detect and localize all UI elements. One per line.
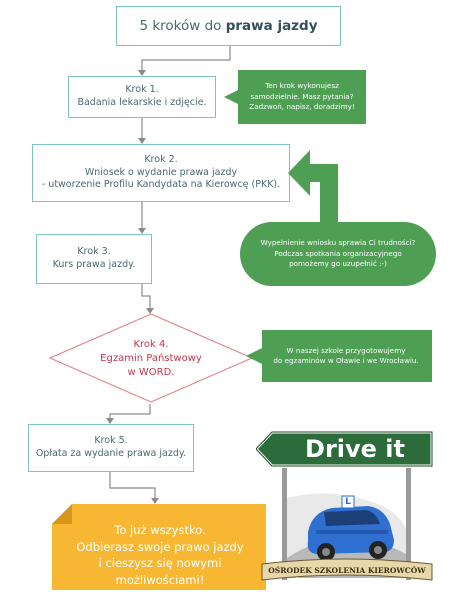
logo-sign-text: Drive it: [305, 435, 405, 463]
step-5-box: Krok 5. Opłata za wydanie prawa jazdy.: [28, 424, 194, 472]
step-4-number: Krok 4.: [133, 339, 169, 350]
step-2-number: Krok 2.: [144, 153, 178, 165]
note-4-line-1: W naszej szkole przygotowujemy: [286, 345, 406, 355]
step-5-label: Opłata za wydanie prawa jazdy.: [35, 448, 187, 459]
step-4-label-2: w WORD.: [127, 367, 175, 378]
drive-it-logo: Drive it L OŚRODEK SZKOLENIA KIEROWCÓW: [253, 428, 436, 594]
step-3-box: Krok 3. Kurs prawa jazdy.: [36, 234, 152, 284]
step-4-diamond: [48, 313, 254, 403]
step-2-label-2: - utworzenie Profilu Kandydata na Kierow…: [41, 179, 281, 191]
note-4-line-2: do egzaminów w Oławie i we Wrocławiu.: [273, 356, 419, 365]
step-4-label-1: Egzamin Państwowy: [100, 353, 202, 364]
note-2-arrow: [288, 150, 338, 226]
note-2-line-2: Podczas spotkania organizacyjnego: [274, 248, 402, 258]
note-1-line-2: samodzielnie. Masz pytania?: [250, 91, 354, 101]
step-1-number: Krok 1.: [125, 84, 159, 96]
step-1-box: Krok 1. Badania lekarskie i zdjęcie.: [68, 76, 216, 118]
final-line-3: i cieszysz się nowymi możliwościami!: [98, 556, 222, 588]
step-2-label-1: Wniosek o wydanie prawa jazdy: [84, 166, 238, 178]
note-1: Ten krok wykonujesz samodzielnie. Masz p…: [238, 72, 366, 122]
note-2-line-1: Wypełnienie wniosku sprawia Ci trudności…: [260, 238, 416, 248]
step-2-box: Krok 2. Wniosek o wydanie prawa jazdy - …: [32, 144, 290, 202]
step-3-number: Krok 3.: [77, 246, 111, 258]
step-5-number: Krok 5.: [94, 435, 128, 447]
car-badge: L: [345, 497, 351, 507]
logo-banner-text: OŚRODEK SZKOLENIA KIEROWCÓW: [268, 566, 426, 575]
title-prefix: 5 kroków do: [139, 17, 226, 34]
final-note: To już wszystko. Odbierasz swoje prawo j…: [58, 522, 262, 589]
note-1-line-3: Zadzwoń, napisz, doradzimy!: [249, 102, 355, 112]
page-title: 5 kroków do prawa jazdy: [139, 17, 317, 35]
title-bold: prawa jazdy: [225, 17, 318, 34]
final-line-1: To już wszystko.: [114, 523, 206, 537]
note-4: W naszej szkole przygotowujemy do egzami…: [262, 332, 430, 380]
title-box: 5 kroków do prawa jazdy: [116, 6, 341, 46]
final-note-shape: [52, 504, 266, 590]
final-line-2: Odbierasz swoje prawo jazdy: [76, 539, 244, 554]
step-3-label: Kurs prawa jazdy.: [52, 259, 136, 270]
note-1-line-1: Ten krok wykonujesz: [265, 81, 339, 91]
logo-illustration: [253, 430, 434, 581]
note-2-line-3: pomożemy go uzupełnić :-): [289, 259, 387, 269]
step-1-label: Badania lekarskie i zdjęcie.: [77, 97, 207, 108]
step-4-text: Krok 4. Egzamin Państwowy w WORD.: [76, 338, 226, 380]
car-icon: [307, 495, 394, 561]
note-2: Wypełnienie wniosku sprawia Ci trudności…: [240, 222, 436, 286]
